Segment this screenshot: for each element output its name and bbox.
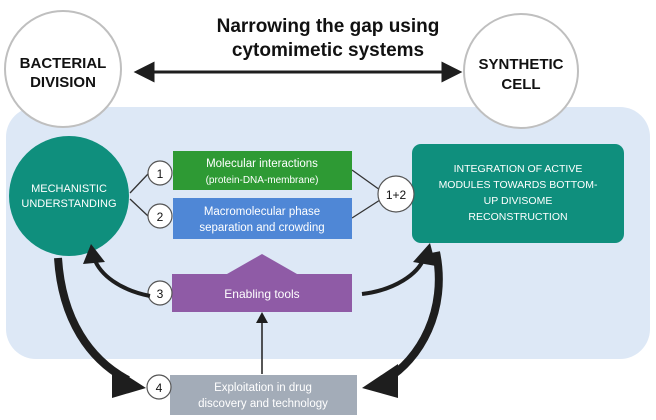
arrow-3-to-integration-head: [413, 243, 436, 266]
connector-mech-to-2: [129, 198, 149, 217]
integration-line-4: RECONSTRUCTION: [468, 211, 567, 223]
synthetic-cell-line-1: SYNTHETIC: [478, 56, 563, 73]
connector-2-to-12: [351, 199, 381, 219]
arrow-mechanistic-to-4-head: [112, 366, 146, 398]
step-1-plus-2: 1+2: [377, 175, 415, 213]
step-4-line-2: discovery and technology: [198, 398, 328, 410]
step-2-number-badge: [147, 203, 173, 229]
step-1-number: 1: [157, 167, 164, 181]
step-2: Macromolecular phase separation and crow…: [147, 198, 352, 239]
step-2-line-2: separation and crowding: [199, 222, 324, 234]
arrow-3-to-mechanistic-head: [83, 244, 105, 264]
step-2-line-1: Macromolecular phase: [204, 206, 320, 218]
step-3-number-badge: [147, 280, 173, 306]
mechanistic-line-1: MECHANISTIC: [31, 183, 107, 195]
step-1-number-badge: [147, 160, 173, 186]
step-3-number: 3: [157, 287, 164, 301]
step-2-box: [173, 198, 352, 239]
synthetic-cell-line-2: CELL: [501, 76, 540, 93]
connector-mech-to-1: [129, 173, 149, 194]
step-1-plus-2-badge: [377, 175, 415, 213]
title-line-2: cytomimetic systems: [232, 40, 424, 61]
step-4-line-1: Exploitation in drug: [214, 382, 312, 394]
step-1: Molecular interactions (protein-DNA-memb…: [147, 151, 352, 190]
integration-node: INTEGRATION OF ACTIVE MODULES TOWARDS BO…: [412, 144, 624, 243]
step-3: Enabling tools 3: [147, 254, 352, 312]
mechanistic-understanding-node: MECHANISTIC UNDERSTANDING: [9, 136, 129, 256]
integration-line-3: UP DIVISOME: [484, 195, 553, 207]
step-4: Exploitation in drug discovery and techn…: [146, 374, 357, 415]
step-4-box: [170, 375, 357, 415]
integration-line-1: INTEGRATION OF ACTIVE: [454, 163, 583, 175]
step-3-shape: [172, 254, 352, 312]
step-1-plus-2-label: 1+2: [386, 188, 407, 202]
step-4-number: 4: [156, 381, 163, 395]
bacterial-division-line-2: DIVISION: [30, 74, 96, 91]
arrow-integration-to-4-head: [362, 364, 398, 398]
bacterial-division-line-1: BACTERIAL: [20, 55, 107, 72]
bacterial-division-node: BACTERIAL DIVISION: [4, 10, 122, 128]
step-2-number: 2: [157, 210, 164, 224]
integration-line-2: MODULES TOWARDS BOTTOM-: [439, 179, 598, 191]
mechanistic-line-2: UNDERSTANDING: [21, 198, 116, 210]
step-1-line-2: (protein-DNA-membrane): [206, 175, 319, 186]
step-4-number-badge: [146, 374, 172, 400]
arrow-4-to-3-head: [256, 312, 268, 323]
synthetic-cell-node: SYNTHETIC CELL: [463, 13, 579, 129]
step-1-line-1: Molecular interactions: [206, 158, 318, 170]
connector-1-to-12: [351, 169, 381, 191]
step-3-label: Enabling tools: [224, 287, 299, 301]
title-line-1: Narrowing the gap using: [217, 16, 440, 37]
step-1-box: [173, 151, 352, 190]
